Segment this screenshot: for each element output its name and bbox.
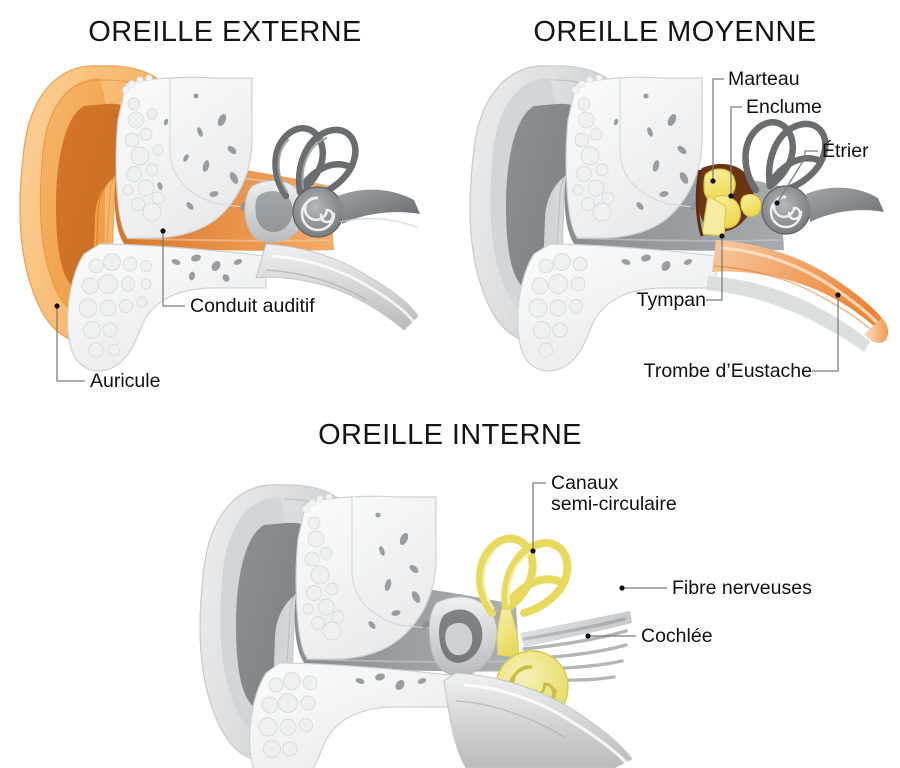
label-etrier: Étrier — [822, 140, 869, 162]
label-enclume: Enclume — [746, 96, 822, 118]
label-fibre-nerveuses: Fibre nerveuses — [672, 577, 812, 599]
title-middle-ear: OREILLE MOYENNE — [533, 16, 817, 48]
label-auricule: Auricule — [90, 370, 161, 392]
label-canaux-semi-circulaire: Canaux semi-circulaire — [551, 472, 677, 516]
title-inner-ear: OREILLE INTERNE — [318, 419, 582, 451]
title-outer-ear: OREILLE EXTERNE — [88, 16, 362, 48]
label-tympan: Tympan — [636, 289, 706, 311]
label-cochlee: Cochlée — [641, 625, 713, 647]
label-trombe-eustache: Trombe d’Eustache — [643, 360, 812, 382]
panel-outer-ear — [0, 0, 450, 410]
label-conduit-auditif: Conduit auditif — [190, 295, 315, 317]
inner-ear-illustration — [180, 405, 900, 768]
outer-ear-illustration — [0, 0, 450, 410]
panel-middle-ear — [450, 0, 900, 410]
label-marteau: Marteau — [728, 68, 800, 90]
middle-ear-illustration — [450, 0, 900, 410]
panel-inner-ear — [180, 405, 900, 768]
